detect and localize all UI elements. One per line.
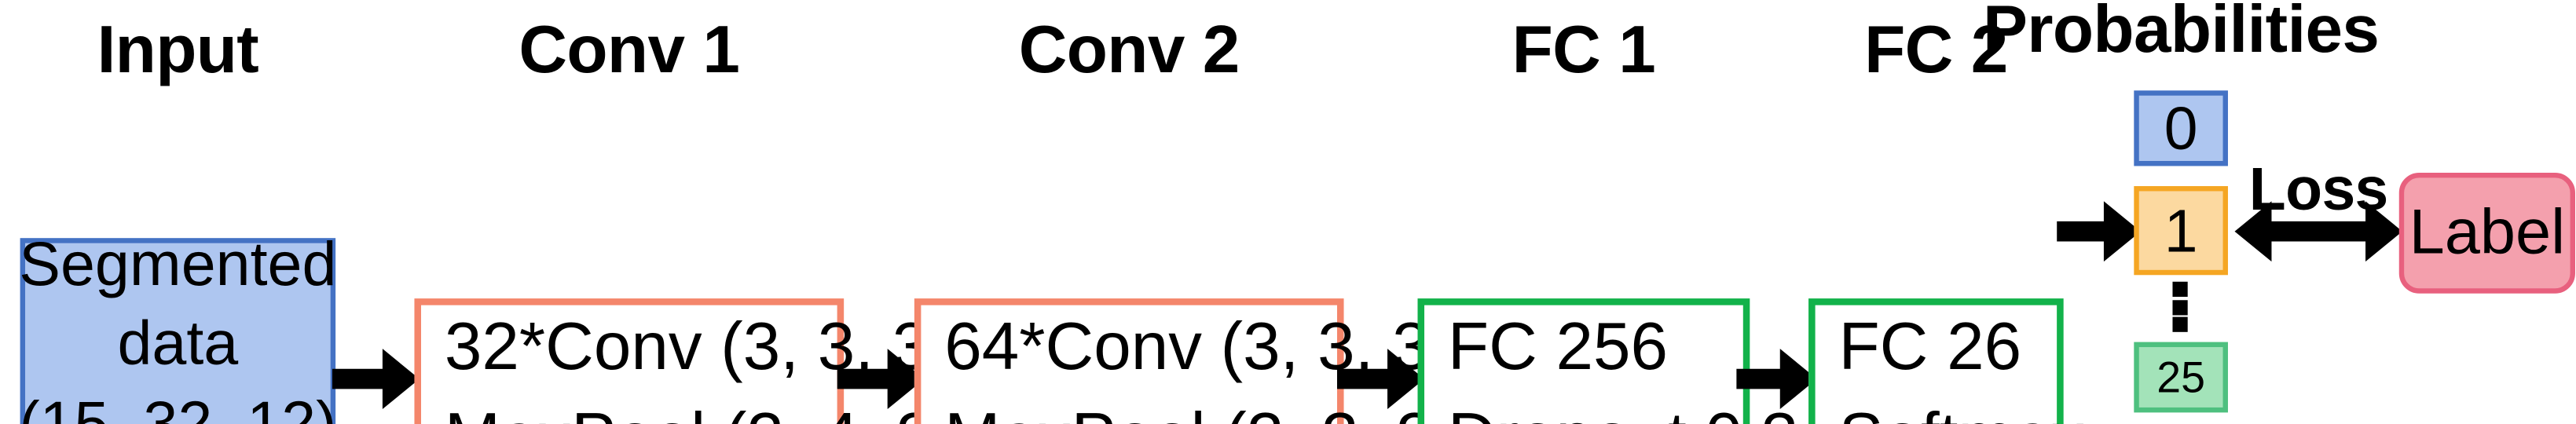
input-block: Segmented data (15, 32, 12): [19, 229, 337, 424]
fc1-block: FC 256 Dropout 0.3: [1417, 298, 1798, 424]
input-line-3: (15, 32, 12): [19, 388, 337, 424]
arrow-conv1-to-conv2: [837, 345, 925, 412]
fc2-line-1: FC 26: [1838, 310, 2022, 385]
input-line-2: data: [117, 309, 239, 378]
input-line-1: Segmented: [19, 229, 337, 299]
stage-title-conv1: Conv 1: [518, 13, 740, 88]
ellipsis-dot: [2172, 316, 2188, 332]
loss-label: Loss: [2248, 154, 2389, 224]
stage-title-input: Input: [97, 13, 259, 88]
conv2-block: 64*Conv (3, 3, 3) MaxPool (2, 2, 2): [914, 298, 1456, 424]
probability-cell-1-label: 1: [2164, 195, 2198, 265]
stage-title-fc1: FC 1: [1512, 13, 1656, 88]
conv2-line-2: MaxPool (2, 2, 2): [944, 393, 1455, 424]
loss-double-arrow: [2234, 198, 2403, 265]
arrow-fc1-to-fc2: [1736, 345, 1817, 412]
vertical-ellipsis-icon: [2172, 281, 2189, 332]
conv1-block: 32*Conv (3, 3, 3) MaxPool (2, 4, 2): [414, 298, 955, 424]
fc2-block: FC 26 Softmax: [1808, 298, 2085, 424]
arrow-input-to-conv1: [332, 345, 420, 412]
fc1-line-2: Dropout 0.3: [1448, 393, 1798, 424]
arrow-conv2-to-fc1: [1336, 345, 1425, 412]
probabilities-title: Probabilities: [1982, 0, 2380, 68]
label-node-text: Label: [2409, 196, 2566, 268]
ellipsis-dot: [2172, 299, 2188, 315]
probability-cell-1: 1: [2134, 186, 2228, 276]
stage-title-conv2: Conv 2: [1018, 13, 1240, 88]
ellipsis-dot: [2172, 281, 2188, 297]
fc1-line-1: FC 256: [1447, 310, 1669, 385]
fc2-line-2: Softmax: [1839, 393, 2085, 424]
conv1-line-2: MaxPool (2, 4, 2): [445, 393, 955, 424]
probability-cell-25-label: 25: [2156, 351, 2206, 402]
arrow-fc2-to-probabilities: [2057, 198, 2141, 265]
stage-title-fc2: FC 2: [1864, 13, 2008, 88]
label-node: Label: [2398, 172, 2575, 294]
probability-cell-0-label: 0: [2164, 93, 2198, 163]
probability-cell-0: 0: [2134, 90, 2228, 166]
probability-cell-25: 25: [2134, 342, 2228, 413]
